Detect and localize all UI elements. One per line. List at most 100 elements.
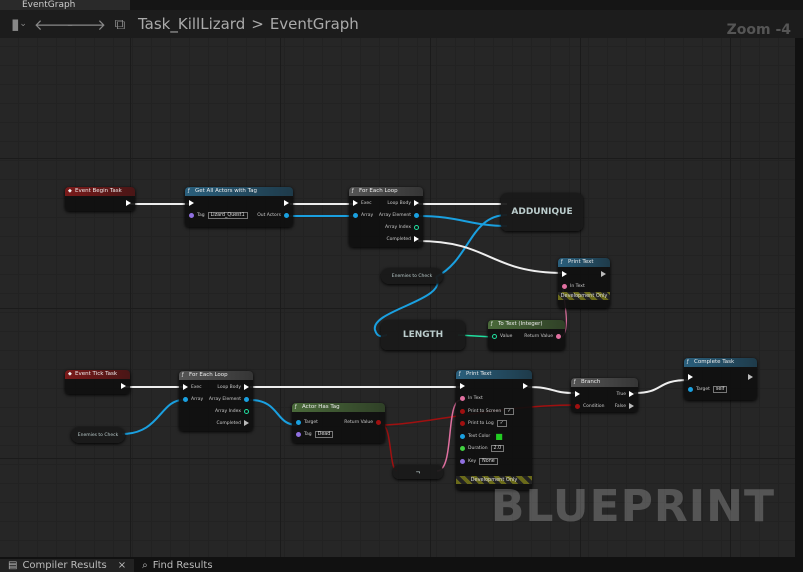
name-pin-icon[interactable] <box>460 458 465 464</box>
pin-array[interactable]: Array <box>353 211 373 219</box>
pin-out-actors[interactable]: Out Actors <box>257 211 289 219</box>
tab-find-results[interactable]: ⌕ Find Results <box>134 559 220 572</box>
string-pin-icon[interactable] <box>460 396 465 401</box>
bool-pin-icon[interactable] <box>460 421 465 426</box>
node-length[interactable]: LENGTH <box>381 320 465 350</box>
pin-default-value[interactable]: Dead <box>314 430 334 438</box>
object-pin-icon[interactable] <box>414 212 419 218</box>
pin-false[interactable]: False <box>615 402 634 410</box>
node-addunique[interactable]: ADDUNIQUE <box>501 193 583 231</box>
pin-exec[interactable] <box>126 199 131 207</box>
pin-completed[interactable]: Completed <box>216 419 249 427</box>
pin-exec[interactable] <box>523 382 528 390</box>
float-pin-icon[interactable] <box>460 446 465 451</box>
node-tick[interactable]: ◆Event Tick Task <box>65 370 130 394</box>
pin-exec[interactable]: Exec <box>183 383 202 391</box>
exec-pin-icon[interactable] <box>575 391 580 397</box>
string-pin-icon[interactable] <box>562 283 567 289</box>
node-not[interactable]: ¬ <box>393 465 443 479</box>
pin-print-to-log[interactable]: Print to Log✓ <box>460 420 507 428</box>
int-pin-icon[interactable] <box>414 224 419 230</box>
exec-pin-icon[interactable] <box>601 271 606 277</box>
pin-exec[interactable] <box>562 270 567 278</box>
exec-pin-icon[interactable] <box>244 384 249 390</box>
exec-pin-icon[interactable] <box>629 403 634 409</box>
node-var2[interactable]: Enemies to Check <box>71 427 125 443</box>
document-tab[interactable]: EventGraph <box>0 0 130 10</box>
node-header[interactable]: ◆Event Tick Task <box>65 370 130 379</box>
exec-pin-icon[interactable] <box>183 384 188 390</box>
pin-loop-body[interactable]: Loop Body <box>387 199 419 207</box>
tab-compiler-results[interactable]: ▤ Compiler Results × <box>0 559 135 572</box>
forward-button[interactable]: 🡒 <box>66 10 106 38</box>
object-pin-icon[interactable] <box>296 419 301 425</box>
breadcrumb-graph[interactable]: EventGraph <box>269 15 359 33</box>
pin-exec[interactable] <box>748 373 753 381</box>
pin-text-color[interactable]: Text Color■ <box>460 431 505 441</box>
pin-completed[interactable]: Completed <box>386 235 419 243</box>
object-pin-icon[interactable] <box>244 396 249 402</box>
exec-pin-icon[interactable] <box>688 374 693 380</box>
pin-target[interactable]: Target <box>296 418 318 426</box>
pin-default-value[interactable]: ■ <box>495 431 503 441</box>
pin-exec[interactable]: Exec <box>353 199 372 207</box>
close-tab-button[interactable]: × <box>117 560 127 571</box>
node-begin[interactable]: ◆Event Begin Task <box>65 187 135 211</box>
pin-exec[interactable] <box>121 382 126 390</box>
pin-default-value[interactable]: self <box>712 385 728 393</box>
object-pin-icon[interactable] <box>688 386 693 392</box>
node-var1[interactable]: Enemies to Check <box>381 268 443 284</box>
object-pin-icon[interactable] <box>183 396 188 402</box>
exec-pin-icon[interactable] <box>189 200 194 206</box>
exec-pin-icon[interactable] <box>244 420 249 426</box>
exec-pin-icon[interactable] <box>284 200 289 206</box>
pin-default-value[interactable]: Lizard_Quest1 <box>207 211 248 219</box>
pin-exec[interactable] <box>601 270 606 278</box>
pin-exec[interactable] <box>189 199 194 207</box>
bookmark-dropdown[interactable]: ▮⌄ <box>0 10 38 38</box>
object-pin-icon[interactable] <box>460 433 465 439</box>
pin-loop-body[interactable]: Loop Body <box>217 383 249 391</box>
exec-pin-icon[interactable] <box>562 271 567 277</box>
exec-pin-icon[interactable] <box>414 200 419 206</box>
vertical-scrollbar[interactable] <box>795 38 803 557</box>
int-pin-icon[interactable] <box>492 333 497 339</box>
exec-pin-icon[interactable] <box>523 383 528 389</box>
pin-array-index[interactable]: Array Index <box>215 407 249 415</box>
pin-true[interactable]: True <box>616 390 634 398</box>
pin-array-element[interactable]: Array Element <box>209 395 249 403</box>
pin-array-index[interactable]: Array Index <box>385 223 419 231</box>
pin-return-value[interactable]: Return Value <box>344 418 381 426</box>
pin-print-to-screen[interactable]: Print to Screen✓ <box>460 407 515 415</box>
object-pin-icon[interactable] <box>353 212 358 218</box>
pin-array[interactable]: Array <box>183 395 203 403</box>
pin-in-text[interactable]: In Text <box>460 395 483 403</box>
exec-pin-icon[interactable] <box>353 200 358 206</box>
pin-exec[interactable] <box>575 390 580 398</box>
pin-condition[interactable]: Condition <box>575 402 604 410</box>
pin-default-value[interactable]: ✓ <box>496 420 507 427</box>
object-pin-icon[interactable] <box>284 212 289 218</box>
exec-pin-icon[interactable] <box>121 383 126 389</box>
pin-default-value[interactable]: 2.0 <box>490 445 505 452</box>
back-button[interactable]: 🡐 <box>34 10 74 38</box>
